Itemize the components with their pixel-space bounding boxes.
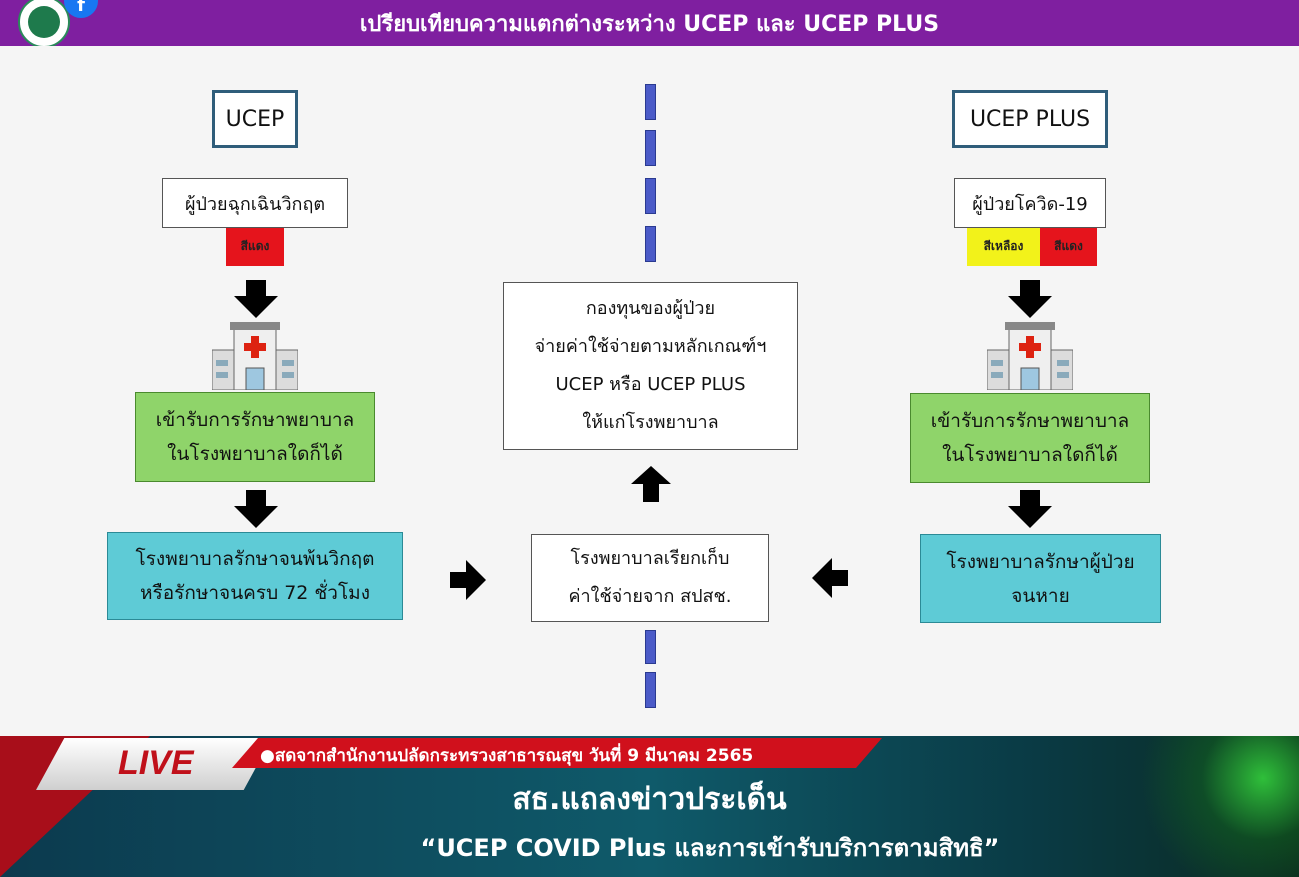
facebook-icon: f (64, 0, 98, 18)
ucep-plus-patient-label: ผู้ป่วยโควิด-19 (972, 193, 1088, 215)
live-badge (36, 738, 272, 790)
topic-title: “UCEP COVID Plus และการเข้ารับบริการตามส… (420, 834, 1000, 862)
ucep-plus-heading: UCEP PLUS (952, 90, 1108, 148)
ticker-text: ●สดจากสำนักงานปลัดกระทรวงสาธารณสุข วันที… (260, 746, 754, 766)
ucep-outcome-line2: หรือรักษาจนครบ 72 ชั่วโมง (140, 582, 370, 604)
fund-payment-box: กองทุนของผู้ป่วย จ่ายค่าใช้จ่ายตามหลักเก… (503, 282, 798, 450)
ucep-treatment-box: เข้ารับการรักษาพยาบาล ในโรงพยาบาลใดก็ได้ (135, 392, 375, 482)
arrow-down-icon (234, 490, 278, 528)
ucep-plus-outcome-line1: โรงพยาบาลรักษาผู้ป่วย (946, 550, 1135, 573)
arrow-down-icon (1008, 490, 1052, 528)
hospital-claim-box: โรงพยาบาลเรียกเก็บ ค่าใช้จ่ายจาก สปสช. (531, 534, 769, 622)
slide-title: เปรียบเทียบความแตกต่างระหว่าง UCEP และ U… (359, 12, 940, 37)
fund-line4: ให้แก่โรงพยาบาล (582, 412, 719, 433)
claim-line1: โรงพยาบาลเรียกเก็บ (570, 548, 730, 569)
live-label: LIVE (118, 744, 194, 782)
fund-line3: UCEP หรือ UCEP PLUS (555, 374, 746, 395)
divider-dash (645, 672, 656, 708)
arrow-down-icon (1008, 280, 1052, 318)
divider-dash (645, 226, 656, 262)
ucep-plus-yellow-tag: สีเหลือง (967, 228, 1040, 266)
ucep-plus-heading-label: UCEP PLUS (969, 106, 1091, 132)
title-bar: เปรียบเทียบความแตกต่างระหว่าง UCEP และ U… (0, 0, 1299, 46)
ucep-red-tag: สีแดง (226, 228, 284, 266)
hospital-icon (212, 322, 298, 390)
ucep-plus-red-tag: สีแดง (1040, 228, 1097, 266)
ucep-treatment-line1: เข้ารับการรักษาพยาบาล (155, 409, 355, 431)
ucep-plus-treatment-line2: ในโรงพยาบาลใดก็ได้ (942, 444, 1118, 466)
fund-line2: จ่ายค่าใช้จ่ายตามหลักเกณฑ์ฯ (534, 336, 767, 357)
claim-line2: ค่าใช้จ่ายจาก สปสช. (568, 586, 732, 607)
show-title: สธ.แถลงข่าวประเด็น (512, 782, 787, 817)
ucep-outcome-line1: โรงพยาบาลรักษาจนพ้นวิกฤต (135, 548, 375, 570)
news-ticker: ●สดจากสำนักงานปลัดกระทรวงสาธารณสุข วันที… (232, 738, 882, 768)
divider-dash (645, 178, 656, 214)
hospital-icon (987, 322, 1073, 390)
divider-dash (645, 84, 656, 120)
ucep-patient-label: ผู้ป่วยฉุกเฉินวิกฤต (184, 193, 326, 215)
arrow-right-icon (450, 560, 486, 600)
ucep-plus-outcome-box: โรงพยาบาลรักษาผู้ป่วย จนหาย (920, 534, 1161, 623)
ucep-plus-patient-box: ผู้ป่วยโควิด-19 (954, 178, 1106, 228)
ucep-heading: UCEP (212, 90, 298, 148)
arrow-up-icon (631, 466, 671, 502)
ucep-heading-label: UCEP (225, 106, 285, 132)
background-glow (1119, 736, 1299, 877)
fund-line1: กองทุนของผู้ป่วย (585, 298, 716, 319)
ucep-outcome-box: โรงพยาบาลรักษาจนพ้นวิกฤต หรือรักษาจนครบ … (107, 532, 403, 620)
ucep-treatment-line2: ในโรงพยาบาลใดก็ได้ (167, 443, 343, 465)
divider-dash (645, 630, 656, 664)
arrow-left-icon (812, 558, 848, 598)
ministry-logo-icon (18, 0, 70, 48)
divider-dash (645, 130, 656, 166)
ucep-plus-outcome-line2: จนหาย (1011, 584, 1070, 607)
ucep-plus-treatment-box: เข้ารับการรักษาพยาบาล ในโรงพยาบาลใดก็ได้ (910, 393, 1150, 483)
arrow-down-icon (234, 280, 278, 318)
ucep-patient-box: ผู้ป่วยฉุกเฉินวิกฤต (162, 178, 348, 228)
ucep-plus-treatment-line1: เข้ารับการรักษาพยาบาล (930, 410, 1130, 432)
